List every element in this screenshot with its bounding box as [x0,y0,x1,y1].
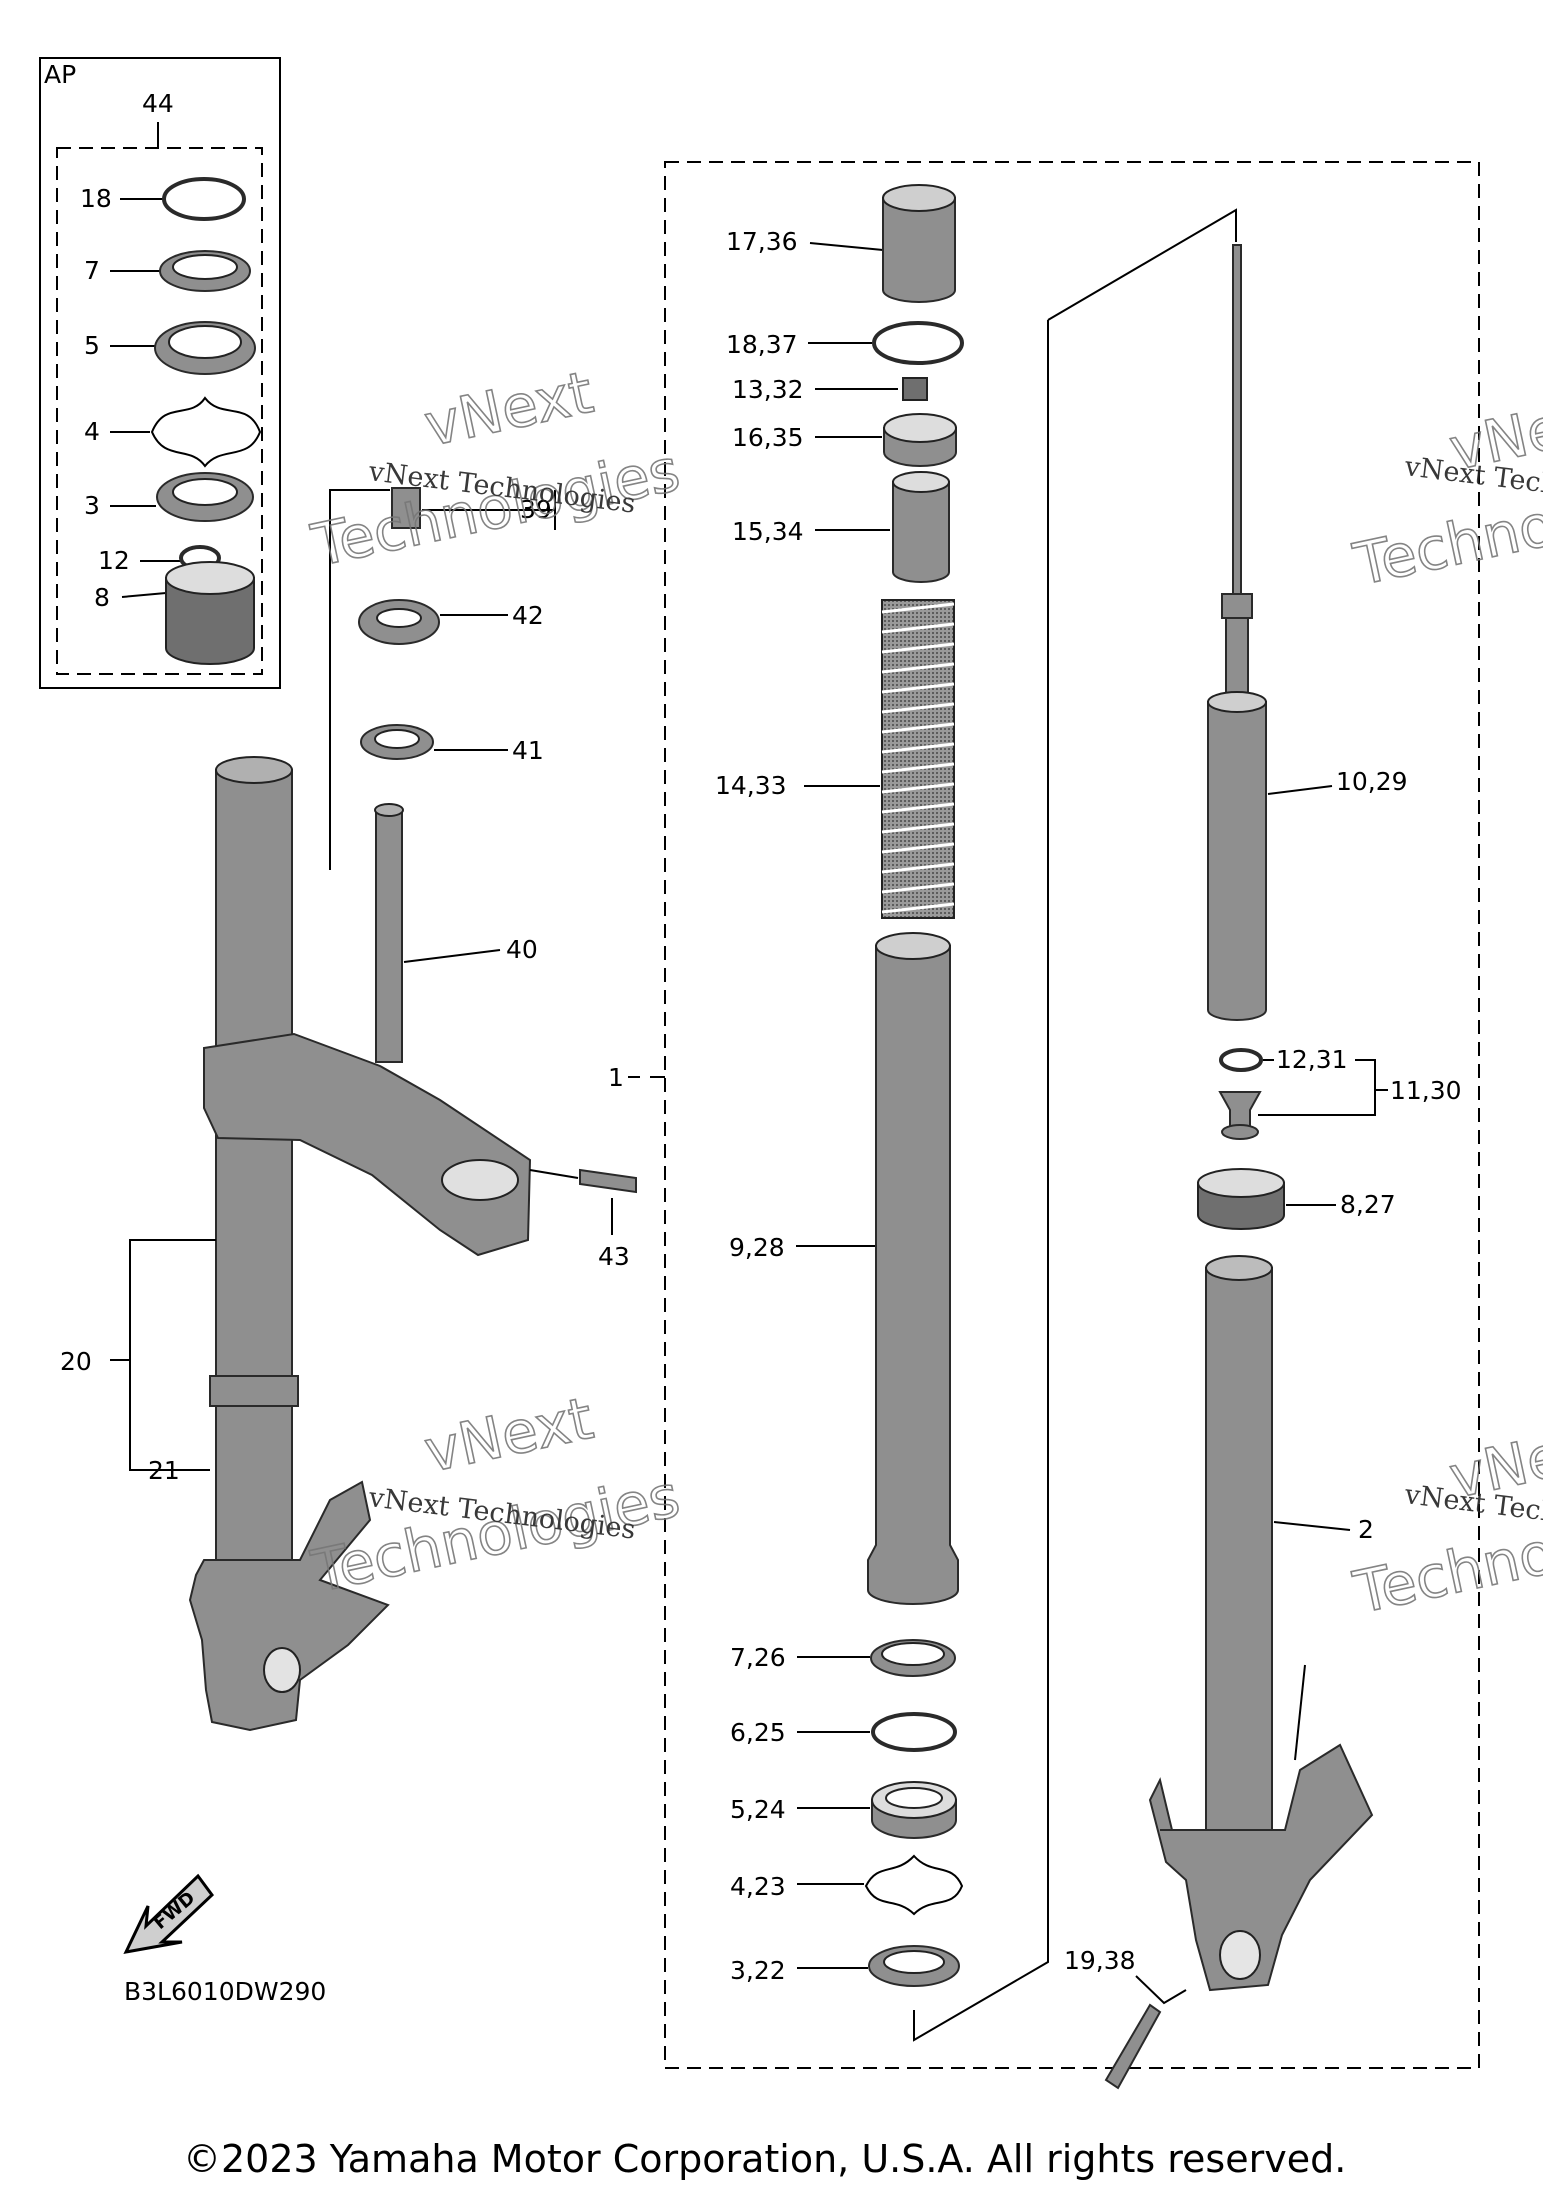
label-20: 20 [60,1347,92,1376]
watermark-big-1a: vNext [419,358,599,460]
ap-item-4: 4 [84,417,100,446]
base-valve-11-30 [1218,1091,1262,1129]
assembled-fork-left: 39 42 41 40 43 20 21 [60,487,637,1732]
ap-box-title: AP [44,60,76,89]
ap-clip-4 [150,396,262,468]
assembly-link-line [913,208,1237,2042]
ap-item-8: 8 [94,583,110,612]
adjuster-cap-39 [391,487,421,529]
label-7-26: 7,26 [730,1643,786,1672]
ap-kit-box: AP 44 18 7 5 4 3 12 8 [39,57,281,689]
damper-rod [1232,244,1242,596]
label-2: 2 [1358,1515,1374,1544]
fork-spring [881,599,955,919]
label-13-32: 13,32 [732,375,804,404]
label-14-33: 14,33 [715,771,787,800]
right-column-parts: 10,29 12,31 11,30 8,27 2 19,38 [1064,244,1462,2090]
forward-arrow-icon: FWD [123,1873,214,1954]
label-18-37: 18,37 [726,330,798,359]
label-3-22: 3,22 [730,1956,786,1985]
label-12-31: 12,31 [1276,1045,1348,1074]
copyright-notice: ©2023 Yamaha Motor Corporation, U.S.A. A… [183,2137,1347,2181]
label-10-29: 10,29 [1336,767,1408,796]
diagram-code: B3L6010DW290 [124,1977,326,2006]
label-5-24: 5,24 [730,1795,786,1824]
label-16-35: 16,35 [732,423,804,452]
ap-item-3: 3 [84,491,100,520]
inner-tube [1205,1267,1273,1831]
clip-4-23 [864,1854,964,1916]
label-39: 39 [520,495,552,524]
lower-triple-clamp [203,1032,532,1257]
o-ring [872,321,964,365]
label-40: 40 [506,935,538,964]
label-19-38: 19,38 [1064,1946,1136,1975]
outer-fork-tube [215,769,293,1561]
label-42: 42 [512,601,544,630]
label-8-27: 8,27 [1340,1190,1396,1219]
spacer-collar [892,481,950,583]
locknut [902,377,928,401]
ap-item-7: 7 [84,256,100,285]
ap-item-5: 5 [84,331,100,360]
center-column-parts: 17,36 18,37 13,32 16,35 15,34 14,33 9,28 [715,184,964,1987]
steering-stem [375,809,403,1063]
ring-12-31 [1219,1048,1263,1072]
label-4-23: 4,23 [730,1872,786,1901]
label-6-25: 6,25 [730,1718,786,1747]
washer-6-25 [871,1712,957,1752]
watermark-big-2a: vNext [419,1384,599,1486]
bolt-43 [579,1168,637,1194]
damper-cartridge [1207,701,1267,1021]
ap-item-12: 12 [98,546,130,575]
label-1: 1 [608,1063,624,1092]
label-21: 21 [148,1456,180,1485]
outer-tube [867,945,959,1605]
ap-ring-18 [162,177,246,221]
bolt-19-38 [1104,2003,1162,2090]
ap-item-18: 18 [80,184,112,213]
kit-number-44: 44 [142,89,174,118]
axle-bracket [1148,1743,1374,1992]
label-17-36: 17,36 [726,227,798,256]
cap-bolt [882,197,956,303]
ap-bushing-8 [165,577,255,665]
label-11-30: 11,30 [1390,1076,1462,1105]
axle-caliper-bracket [188,1480,390,1732]
label-15-34: 15,34 [732,517,804,546]
label-9-28: 9,28 [729,1233,785,1262]
fork-internals-box [664,161,1480,2069]
label-41: 41 [512,736,544,765]
fork-tube-ring [209,1375,299,1407]
label-43: 43 [598,1242,630,1271]
